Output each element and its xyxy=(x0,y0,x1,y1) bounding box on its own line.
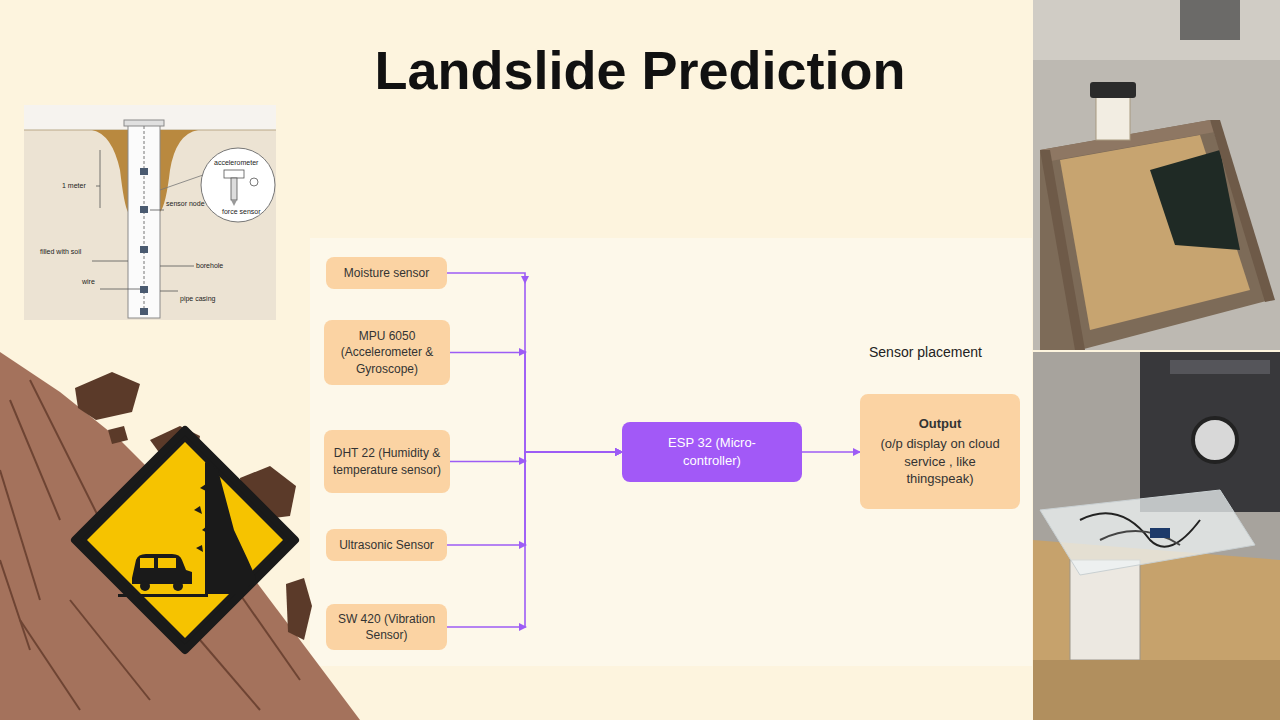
slide-title: Landslide Prediction xyxy=(300,38,980,103)
sensor-box: DHT 22 (Humidity & temperature sensor) xyxy=(324,430,450,493)
sensor-box: MPU 6050 (Accelerometer & Gyroscope) xyxy=(324,320,450,385)
box-text: Moisture sensor xyxy=(344,265,429,281)
part-label: accelerometer xyxy=(214,159,258,167)
output-box: Output (o/p display on cloud service , li… xyxy=(860,394,1020,509)
panel xyxy=(310,238,1032,666)
borehole-figure xyxy=(24,105,276,320)
dimension-label: 1 meter xyxy=(62,182,86,190)
part-label: force sensor xyxy=(222,208,261,216)
sensor-box: SW 420 (Vibration Sensor) xyxy=(326,604,447,650)
connector-arrow xyxy=(802,451,860,453)
warning-sign xyxy=(75,430,295,650)
part-label: sensor node xyxy=(166,200,205,208)
box-text: MPU 6050 (Accelerometer & Gyroscope) xyxy=(330,328,444,377)
box-text: DHT 22 (Humidity & temperature sensor) xyxy=(330,445,444,477)
box-text: ESP 32 (Micro-controller) xyxy=(644,434,780,469)
box-text: Ultrasonic Sensor xyxy=(339,537,434,553)
photo-bottom xyxy=(1033,352,1280,720)
hillside xyxy=(0,352,360,720)
controller-box: ESP 32 (Micro-controller) xyxy=(622,422,802,482)
part-label: filled with soil xyxy=(40,248,81,256)
box-heading: Output xyxy=(919,415,962,433)
part-label: borehole xyxy=(196,262,223,270)
part-label: wire xyxy=(82,278,95,286)
sensor-box: Moisture sensor xyxy=(326,257,447,289)
connector-arrow xyxy=(450,452,622,462)
box-text: (o/p display on cloud service , like thi… xyxy=(870,435,1010,488)
connector-arrow xyxy=(450,353,622,453)
sensor-box: Ultrasonic Sensor xyxy=(326,529,447,561)
box-text: SW 420 (Vibration Sensor) xyxy=(336,611,437,643)
section-label: Sensor placement xyxy=(869,345,982,360)
connector-arrow xyxy=(447,273,622,452)
connector-arrow xyxy=(447,452,622,627)
bus-arrowheads xyxy=(519,276,529,631)
connector-arrow xyxy=(447,452,622,545)
part-label: pipe casing xyxy=(180,295,215,303)
photo-top xyxy=(1033,0,1280,350)
